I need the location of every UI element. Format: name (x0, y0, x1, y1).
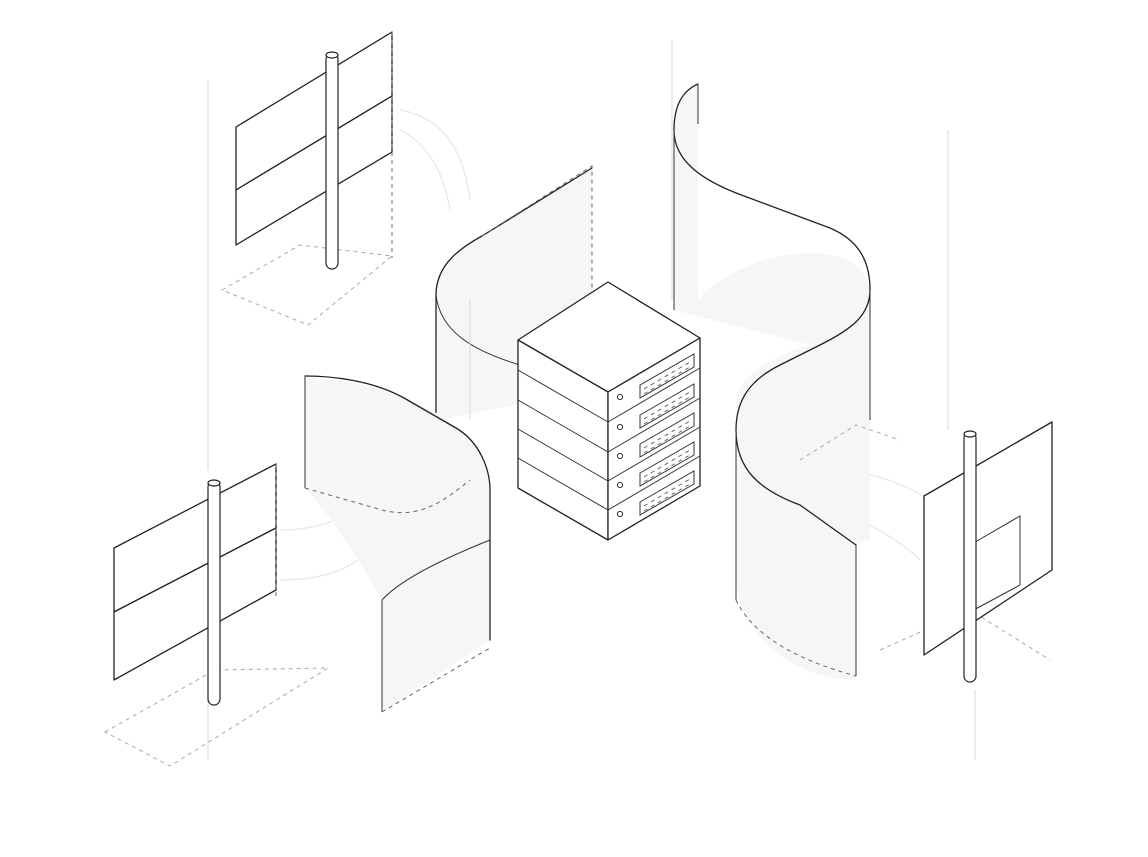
flag-bottom-left (103, 463, 330, 767)
rack-unit (616, 441, 695, 489)
rack-unit (616, 412, 695, 460)
rack-unit (616, 383, 695, 431)
server-rack (517, 281, 701, 541)
rack-unit (616, 353, 695, 401)
flag-pole (325, 52, 339, 270)
flag-top-left (220, 31, 394, 326)
rack-unit (616, 470, 695, 518)
flag-right (879, 421, 1053, 683)
curved-wall-right (673, 83, 901, 680)
flag-pole (207, 480, 221, 706)
flag-pole (963, 431, 977, 683)
curved-wall-lower-left (304, 375, 491, 713)
